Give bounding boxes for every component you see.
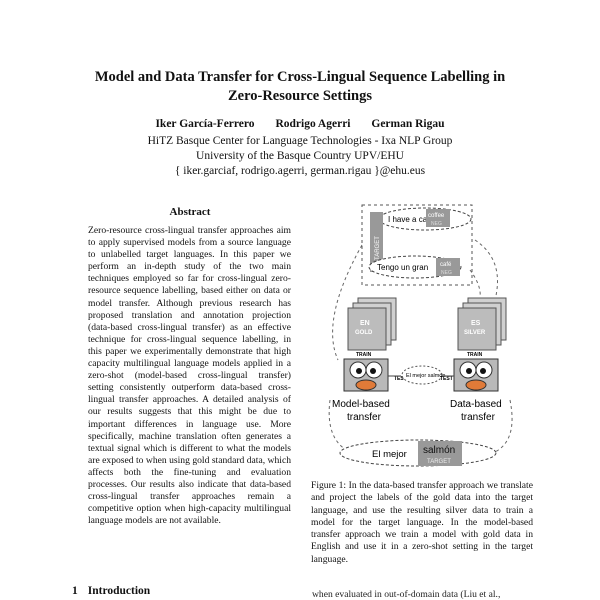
silver-label: SILVER xyxy=(464,330,486,336)
author-name: Iker García-Ferrero xyxy=(155,118,255,130)
target-sentence: Tengo un gran xyxy=(377,263,428,272)
source-entity-box xyxy=(426,209,450,227)
target-entity: café xyxy=(440,262,452,268)
source-entity: coffee xyxy=(428,213,445,219)
gold-lang: EN xyxy=(360,320,370,327)
target-entity-box xyxy=(436,258,460,276)
author-name: Rodrigo Agerri xyxy=(275,118,351,130)
source-tag: NEG xyxy=(431,221,442,227)
author-list: Iker García-Ferrero Rodrigo Agerri Germa… xyxy=(40,118,560,130)
model-face-icon xyxy=(453,358,499,392)
eval-sentence: El mejor xyxy=(372,449,407,460)
author-name: German Rigau xyxy=(371,118,445,130)
affiliation-line: University of the Basque Country UPV/EHU xyxy=(196,150,404,162)
title-line-2: Zero-Resource Settings xyxy=(227,88,373,104)
center-sentence: El mejor salmón xyxy=(406,373,445,379)
test-label: TEST xyxy=(440,376,453,382)
data-based-line2: transfer xyxy=(461,412,496,423)
silver-doc xyxy=(457,307,497,351)
center-sentence-bubble xyxy=(401,365,443,385)
abstract-heading: Abstract xyxy=(169,206,211,218)
test-label: TEST xyxy=(394,376,407,382)
model-based-line2: transfer xyxy=(347,412,382,423)
train-label: TRAIN xyxy=(356,352,372,358)
translate-flow-line xyxy=(474,239,498,301)
gold-label: GOLD xyxy=(355,330,373,336)
title-line-1: Model and Data Transfer for Cross-Lingua… xyxy=(94,69,506,85)
affiliation-line: HiTZ Basque Center for Language Technolo… xyxy=(147,135,453,147)
gold-doc xyxy=(347,307,387,351)
train-label: TRAIN xyxy=(467,352,483,358)
section-heading: 1 Introduction xyxy=(72,585,150,597)
author-emails: { iker.garciaf, rodrigo.agerri, german.r… xyxy=(174,165,426,177)
abstract-text: Zero-resource cross-lingual transfer app… xyxy=(88,225,291,527)
gold-flow-line xyxy=(332,244,363,361)
source-sentence: I have a cat xyxy=(388,215,430,224)
eval-entity-box xyxy=(418,441,462,466)
figure-diagram: I have a cat coffee NEG TARGET Tengo un … xyxy=(328,204,513,467)
body-text-fragment: when evaluated in out-of-domain data (Li… xyxy=(312,589,501,600)
section-title: Introduction xyxy=(87,585,151,597)
side-tag: TARGET xyxy=(375,236,381,260)
model-face-icon xyxy=(343,358,389,392)
paper-title: Model and Data Transfer for Cross-Lingua… xyxy=(40,68,560,106)
section-number: 1 xyxy=(72,585,78,597)
source-frame xyxy=(361,204,473,286)
figure-caption: Figure 1: In the data-based transfer app… xyxy=(311,480,533,565)
data-based-line1: Data-based xyxy=(450,399,502,410)
target-tag: NEG xyxy=(441,270,452,276)
side-tag-box xyxy=(370,212,383,272)
model-based-line1: Model-based xyxy=(332,399,390,410)
silver-lang: ES xyxy=(471,320,481,327)
eval-flow-line xyxy=(494,399,513,453)
eval-tag: TARGET xyxy=(427,459,451,465)
eval-entity: salmón xyxy=(423,445,455,456)
